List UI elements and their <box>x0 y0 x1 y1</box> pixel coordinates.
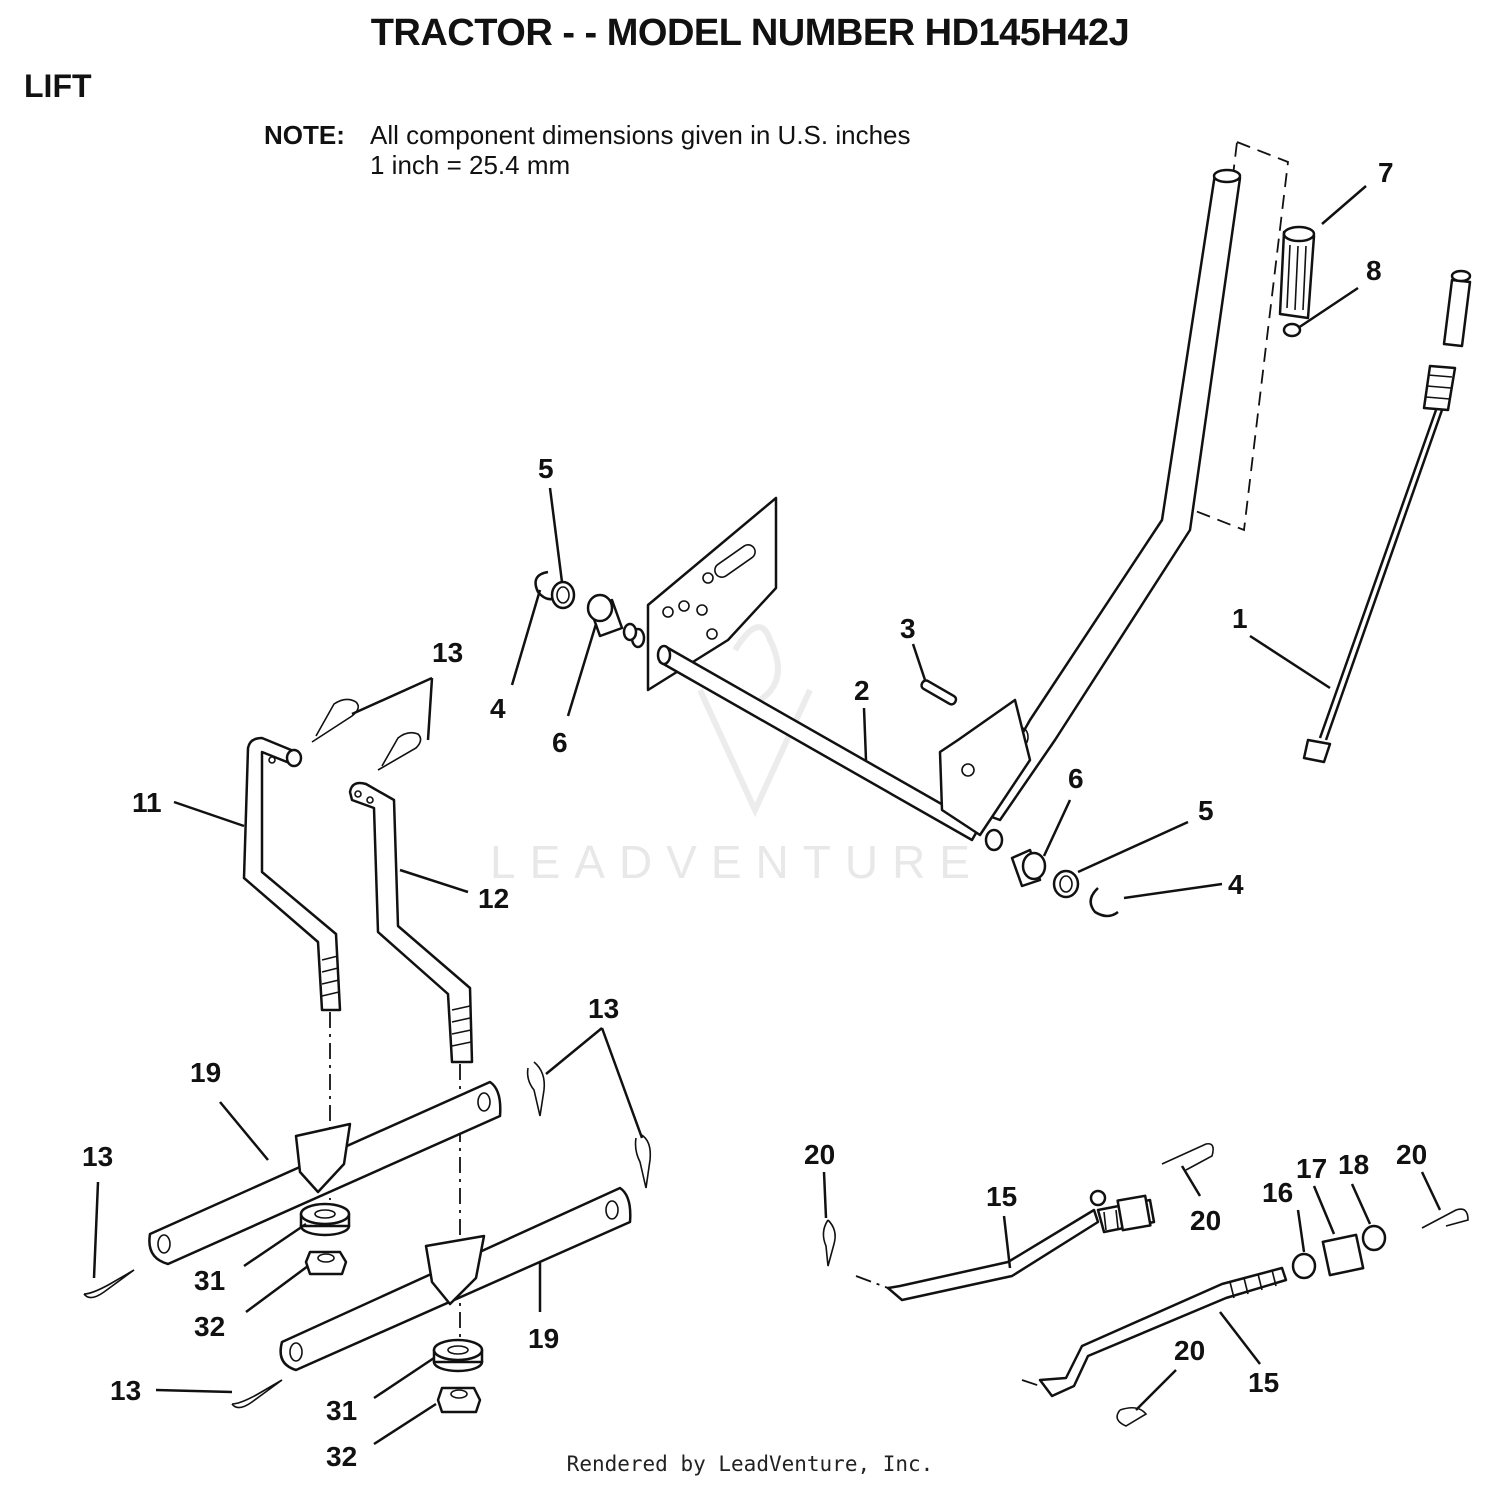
note-line-2: 1 inch = 25.4 mm <box>370 150 571 180</box>
lift-link-right <box>348 781 474 1064</box>
callout-6-left: 6 <box>552 727 568 758</box>
washer-nut-upper <box>299 1202 351 1276</box>
footer-credit: Rendered by LeadVenture, Inc. <box>566 1452 934 1476</box>
note-label: NOTE: <box>264 120 345 150</box>
callout-13-top: 13 <box>432 637 463 668</box>
callout-7: 7 <box>1378 157 1394 188</box>
callout-13-bottom: 13 <box>110 1375 141 1406</box>
note-line-1: All component dimensions given in U.S. i… <box>370 120 911 150</box>
callout-16: 16 <box>1262 1177 1293 1208</box>
callout-3: 3 <box>900 613 916 644</box>
hairpin-clips <box>83 698 652 1409</box>
callout-17: 17 <box>1296 1153 1327 1184</box>
callout-32-upper: 32 <box>194 1311 225 1342</box>
callout-2: 2 <box>854 675 870 706</box>
callout-4-right: 4 <box>1228 869 1244 900</box>
callout-11: 11 <box>132 787 162 818</box>
callout-12: 12 <box>478 883 509 914</box>
callout-8: 8 <box>1366 255 1382 286</box>
callout-6-right: 6 <box>1068 763 1084 794</box>
lift-arm-upper <box>148 1080 502 1266</box>
watermark-text: LEADVENTURE <box>490 836 984 888</box>
lift-handle <box>976 140 1289 822</box>
callout-20-right: 20 <box>1396 1139 1427 1170</box>
left-hardware <box>534 570 638 642</box>
lift-arm-lower <box>279 1186 632 1372</box>
callout-4-left: 4 <box>490 693 506 724</box>
callout-13-mid: 13 <box>588 993 619 1024</box>
shaft-plate <box>646 496 778 692</box>
leader-lines <box>92 185 1442 1446</box>
callout-20-upper: 20 <box>1190 1205 1221 1236</box>
callout-31-lower: 31 <box>326 1395 357 1426</box>
callout-32-lower: 32 <box>326 1441 357 1472</box>
lift-shaft <box>630 627 1032 852</box>
callout-18: 18 <box>1338 1149 1369 1180</box>
callout-31-upper: 31 <box>194 1265 225 1296</box>
callout-1: 1 <box>1232 603 1248 634</box>
right-hardware <box>1010 848 1119 918</box>
callout-13-left: 13 <box>82 1141 113 1172</box>
lift-rod <box>1302 269 1472 764</box>
page-title: TRACTOR - - MODEL NUMBER HD145H42J <box>370 12 1130 54</box>
callouts: 1 2 3 4 5 6 6 5 4 7 8 11 12 13 13 13 13 … <box>82 157 1427 1472</box>
adjust-rod-upper <box>855 1189 1156 1302</box>
callout-15-lower: 15 <box>1248 1367 1279 1398</box>
handle-grip <box>1278 225 1316 338</box>
adjust-rod-lower <box>1021 1224 1387 1398</box>
cotter-pins <box>822 1142 1469 1427</box>
callout-20-left: 20 <box>804 1139 835 1170</box>
lift-link-left <box>242 736 342 1012</box>
callout-15-upper: 15 <box>986 1181 1017 1212</box>
washer-nut-lower <box>432 1338 484 1414</box>
callout-20-bottom: 20 <box>1174 1335 1205 1366</box>
callout-5-left: 5 <box>538 453 554 484</box>
callout-19-lower: 19 <box>528 1323 559 1354</box>
callout-5-right: 5 <box>1198 795 1214 826</box>
key-pin <box>920 679 958 706</box>
section-heading: LIFT <box>24 68 92 104</box>
callout-19-upper: 19 <box>190 1057 221 1088</box>
